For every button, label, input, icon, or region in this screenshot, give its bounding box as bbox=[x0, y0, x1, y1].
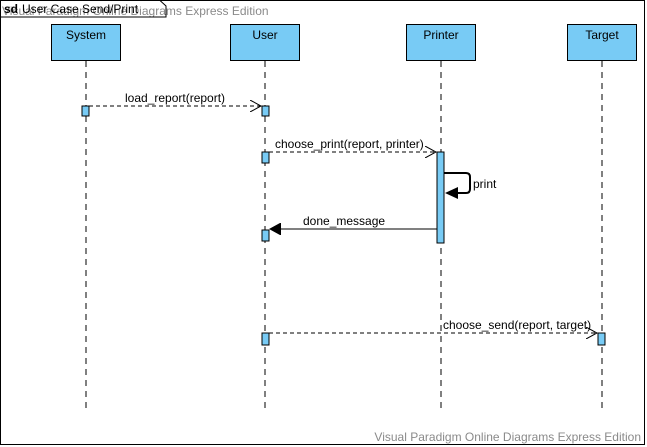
lifeline-label-target: Target bbox=[585, 28, 619, 42]
message-print-arrowhead bbox=[445, 187, 458, 199]
message-label-choose-send: choose_send(report, target) bbox=[443, 318, 592, 332]
activation-user-4[interactable] bbox=[261, 332, 270, 346]
watermark-top: Visual Paradigm Online Diagrams Express … bbox=[2, 4, 269, 18]
message-label-done: done_message bbox=[303, 214, 386, 228]
watermark-bottom: Visual Paradigm Online Diagrams Express … bbox=[374, 430, 641, 444]
activation-printer[interactable] bbox=[436, 151, 445, 244]
activation-target[interactable] bbox=[597, 332, 606, 346]
message-label-print: print bbox=[473, 177, 497, 191]
lifeline-label-printer: Printer bbox=[423, 28, 459, 42]
lifeline-head-printer[interactable]: Printer bbox=[406, 24, 476, 61]
lifeline-head-target[interactable]: Target bbox=[567, 24, 637, 61]
activation-user-3[interactable] bbox=[261, 229, 270, 242]
frame-keyword: sd bbox=[4, 2, 19, 16]
lifeline-label-system: System bbox=[65, 28, 106, 42]
lifeline-head-system[interactable]: System bbox=[51, 24, 121, 61]
message-print-self[interactable] bbox=[444, 172, 471, 194]
message-label-choose-print: choose_print(report, printer) bbox=[275, 137, 424, 151]
lifeline-head-user[interactable]: User bbox=[230, 24, 300, 61]
frame-title: User Case Send/Print bbox=[22, 2, 139, 16]
activation-user-1[interactable] bbox=[261, 105, 270, 117]
message-label-load-report: load_report(report) bbox=[125, 91, 226, 105]
frame-label-tab bbox=[0, 0, 167, 18]
activation-user-2[interactable] bbox=[261, 151, 270, 164]
lifeline-label-user: User bbox=[252, 28, 278, 42]
activation-system[interactable] bbox=[81, 105, 90, 117]
